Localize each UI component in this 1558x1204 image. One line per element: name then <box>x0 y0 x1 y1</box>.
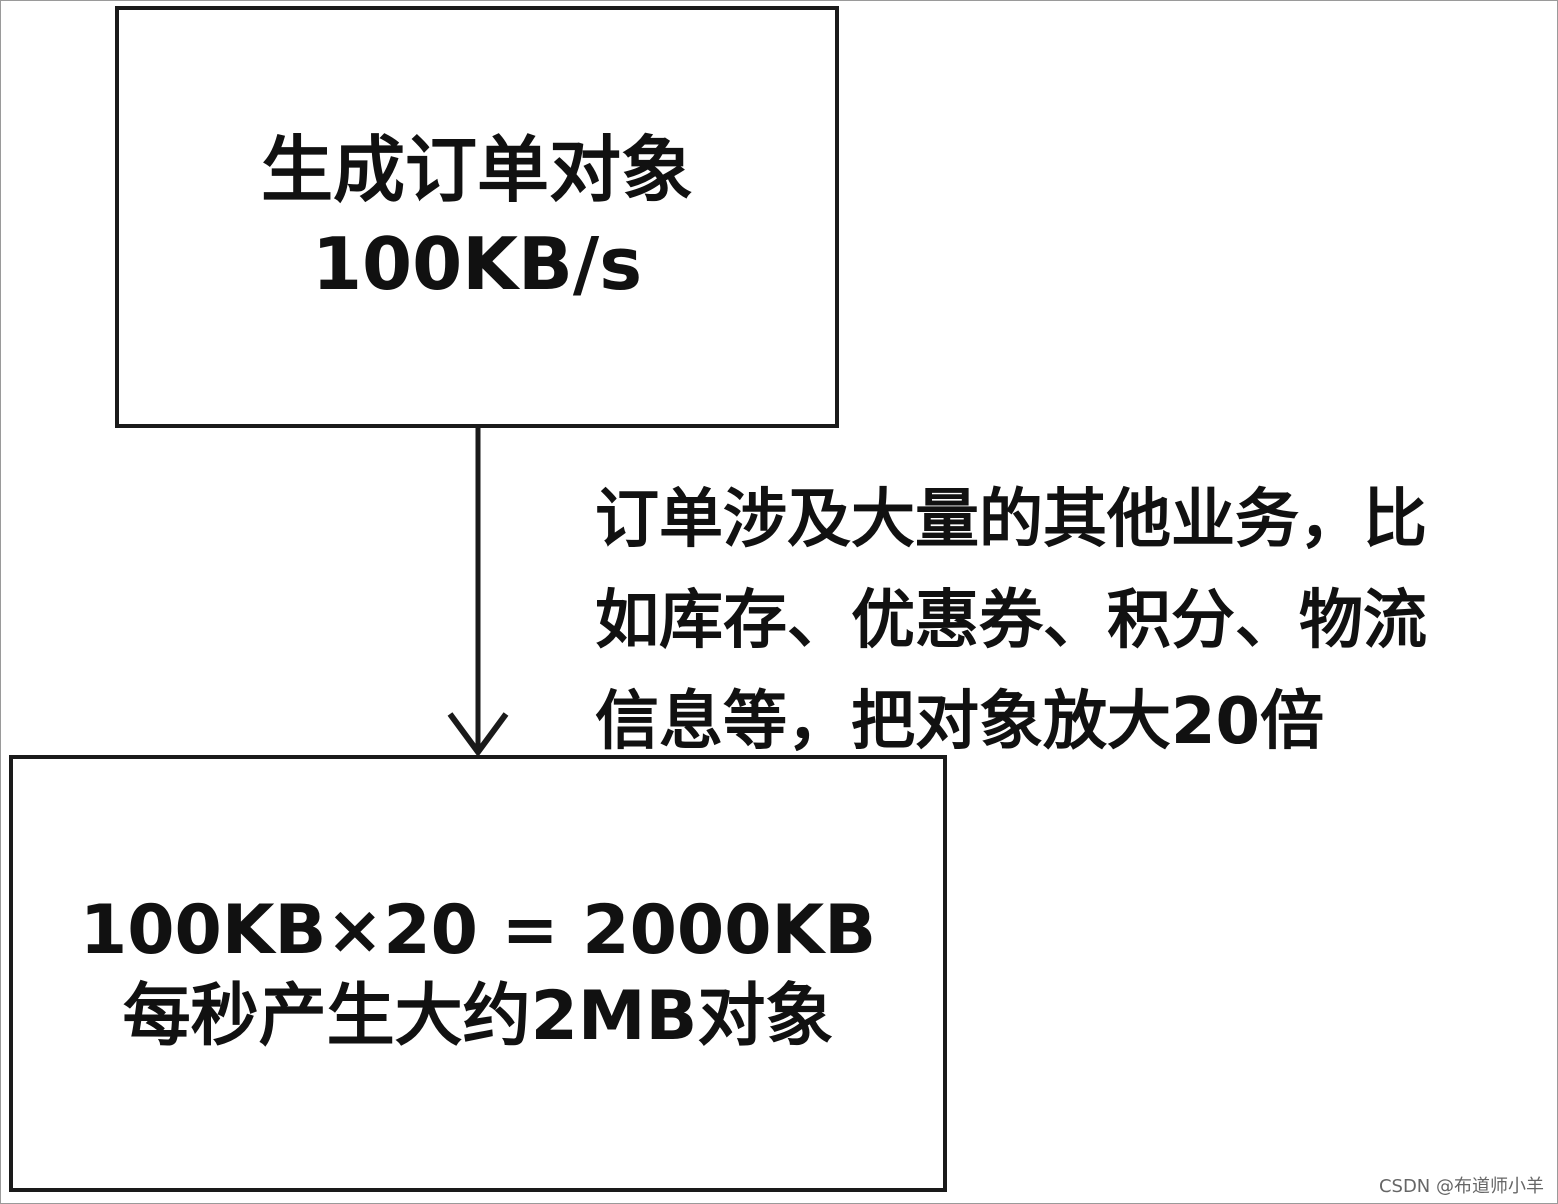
annotation-line-2: 如库存、优惠券、积分、物流 <box>595 584 1427 658</box>
top-box-title: 生成订单对象 <box>260 127 693 212</box>
bottom-box-formula: 100KB×20 = 2000KB <box>79 890 877 970</box>
csdn-watermark: CSDN @布道师小羊 <box>1378 1176 1544 1197</box>
top-box-rate: 100KB/s <box>311 222 643 306</box>
annotation-line-1: 订单涉及大量的其他业务，比 <box>595 483 1427 557</box>
arrow-head-icon <box>447 712 509 758</box>
bottom-box-summary: 每秒产生大约2MB对象 <box>122 976 834 1056</box>
top-process-box: 生成订单对象 100KB/s <box>115 6 839 428</box>
arrow-annotation: 订单涉及大量的其他业务，比 如库存、优惠券、积分、物流 信息等，把对象放大20倍 <box>595 470 1545 773</box>
bottom-result-box: 100KB×20 = 2000KB 每秒产生大约2MB对象 <box>9 755 947 1192</box>
flow-arrow <box>447 426 509 758</box>
annotation-line-3: 信息等，把对象放大20倍 <box>595 685 1325 759</box>
